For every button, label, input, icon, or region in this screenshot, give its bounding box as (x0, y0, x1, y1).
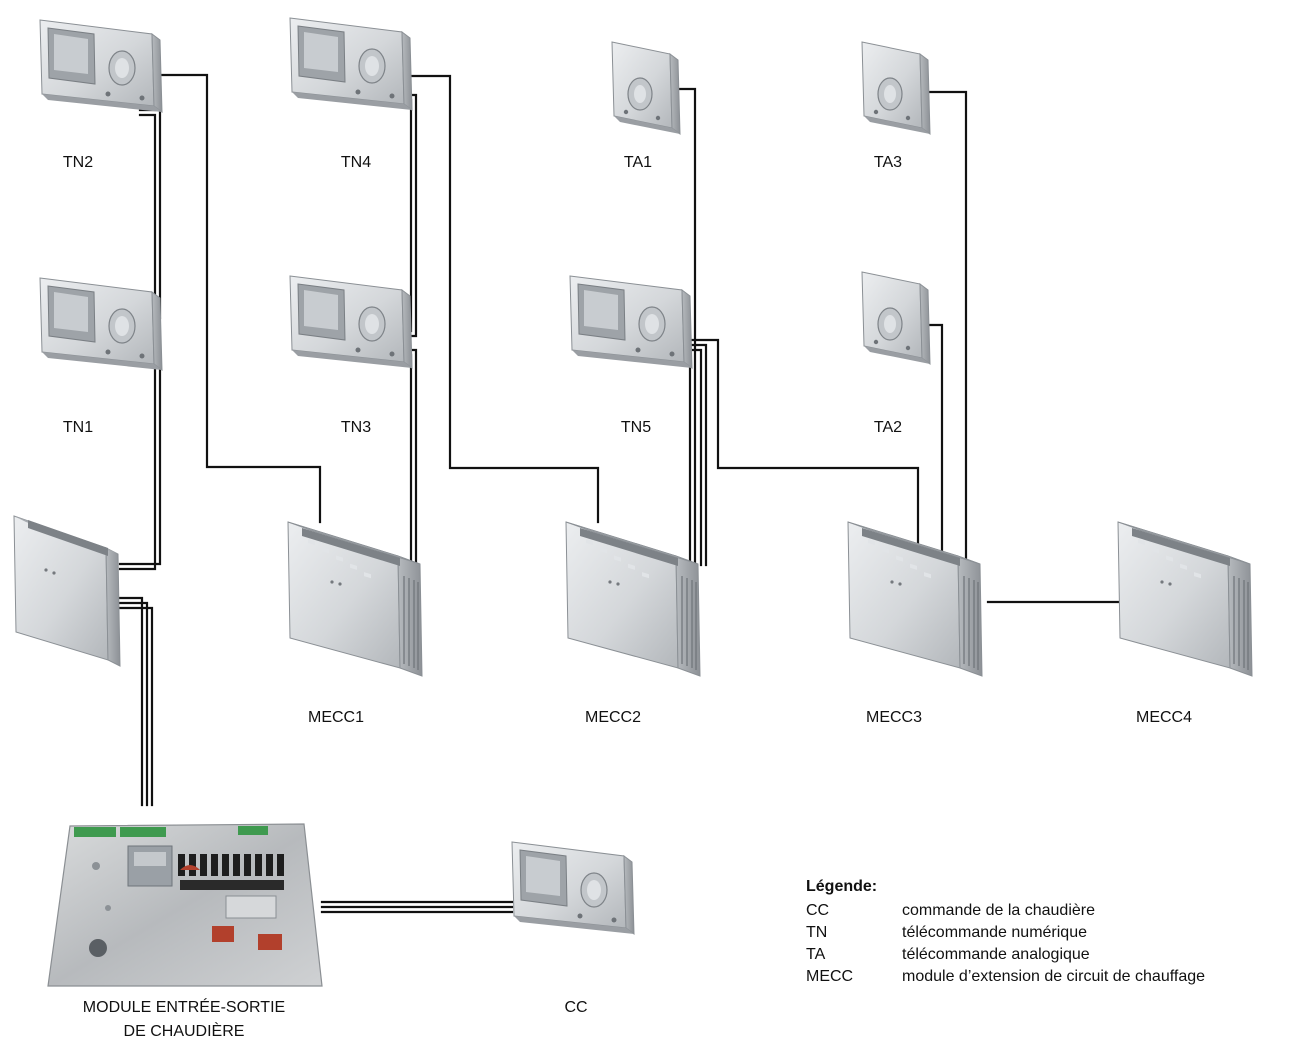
tn-device-tn3 (289, 275, 413, 369)
tn-device-tn2 (39, 19, 163, 113)
wire-module-cc (320, 900, 514, 914)
label-tn2: TN2 (63, 154, 93, 171)
legend-item: MECC module d’extension de circuit de ch… (806, 966, 1292, 988)
legend-code: MECC (806, 968, 854, 985)
label-mecc3: MECC3 (866, 709, 922, 726)
wires (116, 73, 1122, 914)
label-module-line1: MODULE ENTRÉE-SORTIE (83, 997, 285, 1016)
tn-device-tn4 (289, 17, 413, 111)
wire-tn3-mecc1 (392, 348, 418, 567)
label-module-line2: DE CHAUDIÈRE (124, 1021, 245, 1040)
label-ta2: TA2 (874, 419, 902, 436)
legend-code: TA (806, 946, 826, 963)
label-mecc1: MECC1 (308, 709, 364, 726)
ta-device-ta3 (861, 41, 931, 135)
wire-bus-unit-module (116, 596, 154, 807)
label-tn5: TN5 (621, 419, 651, 436)
wire-ta2-mecc3 (926, 323, 944, 577)
legend-item: CC commande de la chaudière (806, 900, 1292, 922)
legend-code: CC (806, 902, 830, 919)
legend-description: commande de la chaudière (902, 902, 1096, 919)
legend-code: TN (806, 924, 828, 941)
mecc-device-mecc1 (287, 521, 423, 677)
wire-tn5-mecc2 (674, 343, 708, 567)
wire-ta3-mecc3 (926, 90, 968, 577)
wire-tn4-mecc2 (394, 74, 600, 524)
ta-device-ta1 (611, 41, 681, 135)
module-entree-sortie-board (47, 823, 323, 987)
label-tn4: TN4 (341, 154, 371, 171)
mecc-device-mecc2 (565, 521, 701, 677)
label-tn1: TN1 (63, 419, 93, 436)
bus-unit-device (13, 515, 121, 667)
legend-description: télécommande numérique (902, 924, 1087, 941)
label-cc: CC (564, 999, 587, 1016)
label-tn3: TN3 (341, 419, 371, 436)
legend-item: TN télécommande numérique (806, 922, 1292, 944)
legend-item: TA télécommande analogique (806, 944, 1292, 966)
label-mecc2: MECC2 (585, 709, 641, 726)
wire-tn5-mecc3 (674, 338, 920, 550)
wire-tn1-bus-unit (118, 354, 162, 571)
tn-device-tn5 (569, 275, 693, 369)
legend-description: module d’extension de circuit de chauffa… (902, 968, 1206, 985)
cc-device (511, 841, 635, 935)
mecc-device-mecc4 (1117, 521, 1253, 677)
ta-device-ta2 (861, 271, 931, 365)
legend-description: télécommande analogique (902, 946, 1090, 963)
legend-title: Légende: (806, 878, 878, 895)
legend: Légende: CC commande de la chaudière TN … (806, 876, 1292, 988)
label-mecc4: MECC4 (1136, 709, 1192, 726)
label-ta3: TA3 (874, 154, 902, 171)
tn-device-tn1 (39, 277, 163, 371)
mecc-device-mecc3 (847, 521, 983, 677)
wire-tn2-mecc1 (138, 73, 322, 524)
wire-ta1-mecc2 (674, 87, 697, 567)
label-ta1: TA1 (624, 154, 652, 171)
